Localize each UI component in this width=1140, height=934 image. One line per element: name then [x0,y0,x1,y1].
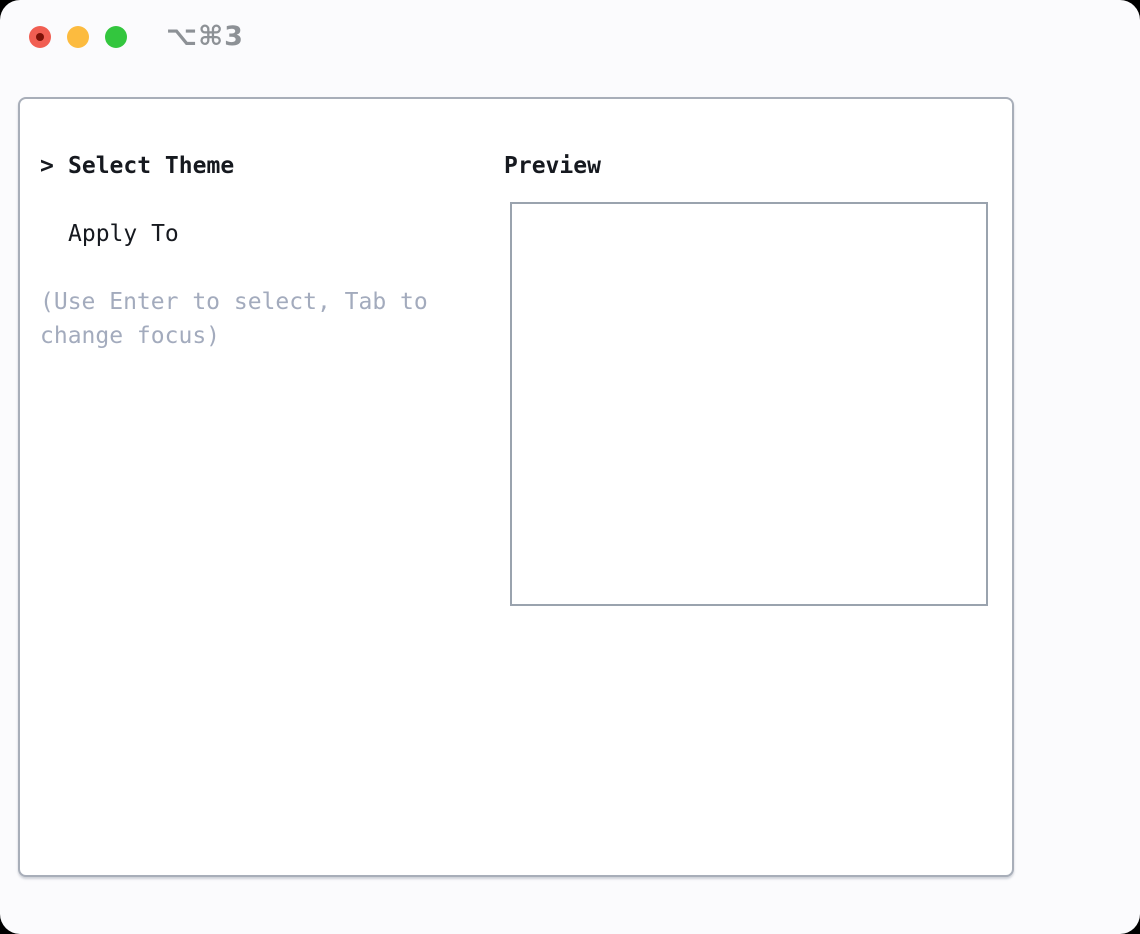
help-text-line-2: change focus) [40,323,221,349]
titlebar: ⌥⌘3 [0,0,1140,75]
minimize-button-icon[interactable] [67,26,89,48]
preview-code-box [510,202,988,606]
apply-to-title: Apply To [68,221,179,247]
theme-picker-panel: > Select Theme Apply To (Use Enter to sel… [18,97,1014,877]
window-title: ⌥⌘3 [166,21,244,52]
select-theme-title: Select Theme [68,153,235,179]
close-button-icon[interactable] [29,26,51,48]
zoom-button-icon[interactable] [105,26,127,48]
selection-prompt-icon: > [40,153,54,179]
theme-column: > Select Theme Apply To (Use Enter to sel… [40,149,428,353]
apply-to-header: Apply To [40,217,428,251]
spacer [40,251,428,285]
select-theme-header: > Select Theme [40,149,428,183]
spacer [40,183,428,217]
help-text-line-1: (Use Enter to select, Tab to [40,289,428,315]
preview-title: Preview [504,153,601,179]
